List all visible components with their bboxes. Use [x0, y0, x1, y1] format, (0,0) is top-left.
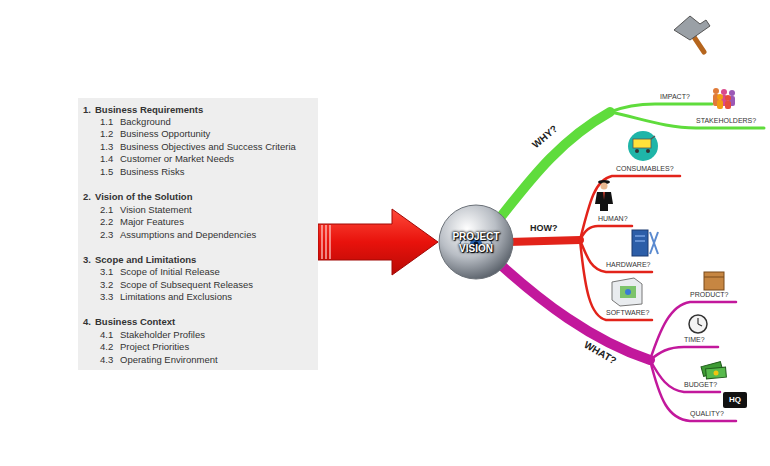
section-number: 4.2: [100, 342, 113, 352]
leaf-label: STAKEHOLDERS?: [696, 117, 756, 124]
section-number: 4.: [83, 317, 91, 327]
section-number: 4.3: [100, 355, 113, 365]
leaf-label: PRODUCT?: [690, 291, 729, 298]
section-number: 1.4: [100, 154, 113, 164]
why-main-branch: [500, 112, 610, 218]
leaf-label: HUMAN?: [598, 215, 628, 222]
vision-sphere: PROJECT VISION: [438, 204, 514, 280]
stakeholders-branch: [610, 112, 764, 128]
branch-label: WHY?: [531, 124, 560, 151]
outline-panel: 1.Business Requirements1.1Background1.2B…: [78, 98, 318, 370]
section-item: Stakeholder Profiles: [120, 330, 205, 340]
section-number: 2.1: [100, 205, 113, 215]
how-main-branch: [505, 240, 580, 242]
what-main-branch: [502, 266, 650, 360]
stakeholders-icon: [713, 88, 735, 109]
sphere-body: [439, 205, 513, 279]
section-number: 3.1: [100, 267, 113, 277]
what-branch: [502, 266, 736, 421]
section-heading: Vision of the Solution: [95, 192, 192, 202]
section-item: Business Objectives and Success Criteria: [120, 142, 296, 152]
section-number: 3.3: [100, 292, 113, 302]
product-icon: [704, 272, 724, 290]
section-number: 2.: [83, 192, 91, 202]
section-number: 1.2: [100, 129, 113, 139]
section-item: Limitations and Exclusions: [120, 292, 232, 302]
arrow-stripe: [325, 225, 326, 259]
section-number: 1.1: [100, 117, 113, 127]
section-number: 1.: [83, 105, 91, 115]
arrow-stripe: [321, 225, 322, 259]
why-branch: [500, 104, 764, 218]
human-branch: [580, 226, 632, 240]
human-icon: [595, 180, 613, 211]
quality-branch: [650, 360, 736, 421]
budget-icon: [701, 362, 726, 379]
leaf-label: TIME?: [684, 336, 705, 343]
consumables-icon: [628, 131, 658, 161]
hardware-icon: [632, 230, 658, 256]
block-arrow: [318, 209, 438, 275]
section-number: 3.2: [100, 280, 113, 290]
section-number: 4.1: [100, 330, 113, 340]
section-item: Project Priorities: [120, 342, 189, 352]
time-branch: [650, 347, 718, 360]
section-number: 2.3: [100, 230, 113, 240]
sphere-title: PROJECT VISION: [444, 231, 508, 254]
section-item: Background: [120, 117, 171, 127]
consumables-branch: [580, 176, 680, 240]
section-item: Business Opportunity: [120, 129, 210, 139]
section-item: Customer or Market Needs: [120, 154, 234, 164]
how-branch: [505, 176, 680, 320]
section-number: 1.5: [100, 167, 113, 177]
leaf-label: IMPACT?: [660, 93, 690, 100]
section-number: 1.3: [100, 142, 113, 152]
time-icon: [689, 315, 707, 333]
leaf-label: HARDWARE?: [606, 261, 650, 268]
arrow-stripe: [329, 225, 330, 259]
section-number: 2.2: [100, 217, 113, 227]
section-heading: Business Context: [95, 317, 175, 327]
badge-text: HQ: [729, 396, 741, 404]
section-item: Scope of Initial Release: [120, 267, 220, 277]
leaf-label: QUALITY?: [690, 410, 724, 417]
section-item: Business Risks: [120, 167, 184, 177]
product-branch: [650, 302, 736, 360]
hammer-icon: [674, 16, 710, 52]
leaf-label: HOW?: [530, 224, 558, 233]
leaf-label: BUDGET?: [684, 381, 717, 388]
leaf-label: SOFTWARE?: [606, 309, 649, 316]
section-item: Vision Statement: [120, 205, 192, 215]
section-heading: Business Requirements: [95, 105, 203, 115]
section-item: Operating Environment: [120, 355, 218, 365]
software-icon: [612, 278, 642, 306]
leaf-label: CONSUMABLES?: [616, 165, 674, 172]
section-item: Scope of Subsequent Releases: [120, 280, 253, 290]
section-item: Assumptions and Dependencies: [120, 230, 256, 240]
section-item: Major Features: [120, 217, 184, 227]
section-heading: Scope and Limitations: [95, 255, 196, 265]
quality-badge: [723, 392, 747, 408]
impact-branch: [610, 104, 712, 112]
section-number: 3.: [83, 255, 91, 265]
